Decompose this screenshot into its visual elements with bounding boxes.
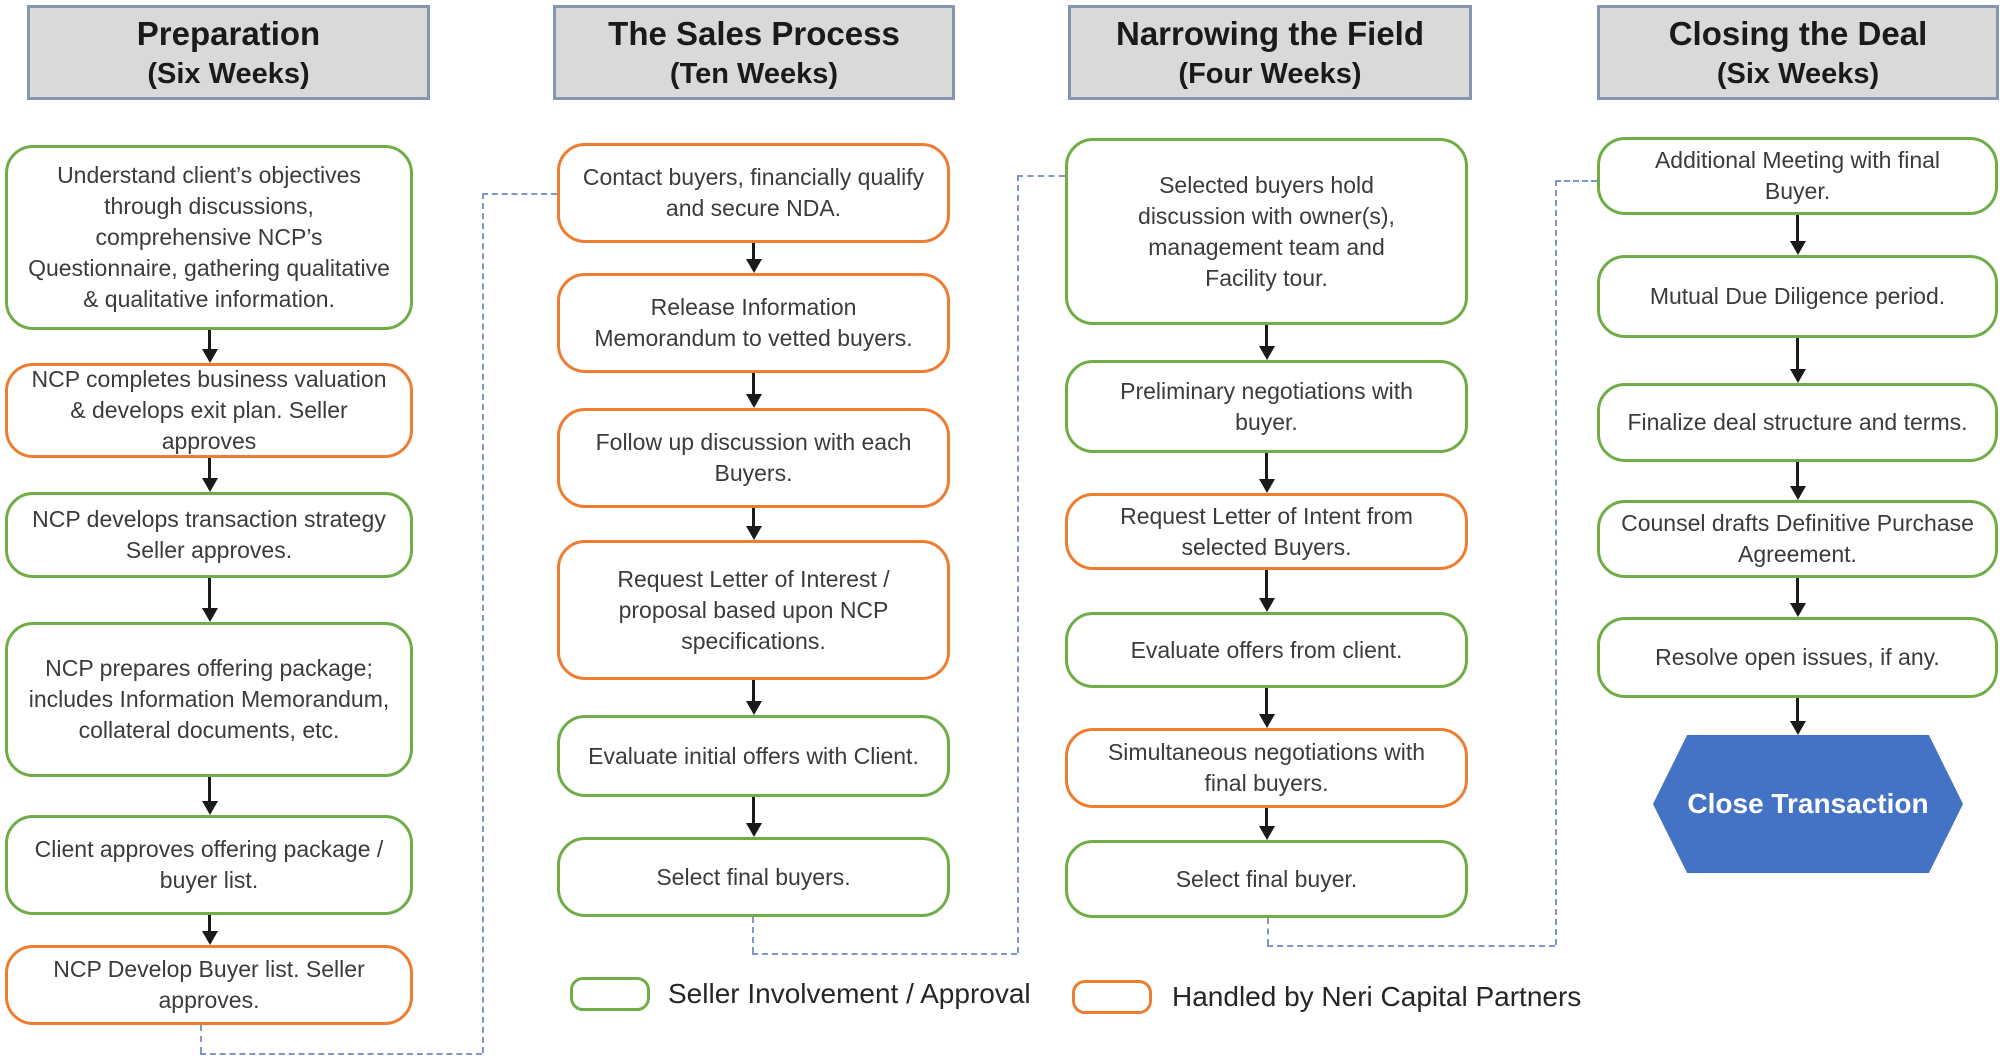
step-counsel-drafts-dpa: Counsel drafts Definitive Purchase Agree… [1597,500,1998,578]
step-develop-buyer-list: NCP Develop Buyer list. Seller approves. [5,945,413,1025]
step-additional-meeting: Additional Meeting with final Buyer. [1597,137,1998,215]
flow-arrow [201,578,218,622]
step-select-final-buyers: Select final buyers. [557,837,950,917]
flow-arrow [201,458,218,492]
flow-arrow [1789,578,1806,617]
stage-subtitle: (Six Weeks) [147,58,310,90]
flow-arrow [745,508,762,540]
flow-arrow [1258,325,1275,360]
step-buyer-owner-discussions: Selected buyers hold discussion with own… [1065,138,1468,325]
step-request-letter-of-intent: Request Letter of Intent from selected B… [1065,493,1468,570]
legend-ncp-label: Handled by Neri Capital Partners [1172,981,1582,1012]
flow-arrow [1789,215,1806,255]
stage-connector-2-segment [1017,175,1019,953]
step-business-valuation: NCP completes business valuation & devel… [5,363,413,458]
stage-connector-3-segment [1555,180,1557,945]
stage-connector-2-segment [752,953,1017,955]
step-release-memorandum: Release Information Memorandum to vetted… [557,273,950,373]
stage-connector-2-segment [752,917,754,953]
step-select-final-buyer: Select final buyer. [1065,840,1468,918]
stage-title: Preparation [136,15,321,52]
stage-header-sales-process: The Sales Process (Ten Weeks) [553,5,955,100]
stage-connector-1-segment [482,193,484,1053]
stage-title: Closing the Deal [1668,15,1928,52]
stage-subtitle: (Four Weeks) [1178,58,1362,90]
step-transaction-strategy: NCP develops transaction strategy Seller… [5,492,413,578]
flow-arrow [745,680,762,715]
stage-subtitle: (Six Weeks) [1716,58,1880,90]
step-simultaneous-negotiations: Simultaneous negotiations with final buy… [1065,728,1468,808]
step-request-loi-proposal: Request Letter of Interest / proposal ba… [557,540,950,680]
flow-arrow [745,797,762,837]
stage-connector-1-segment [200,1025,202,1053]
step-offering-package: NCP prepares offering package; includes … [5,622,413,777]
step-evaluate-offers: Evaluate offers from client. [1065,612,1468,688]
stage-connector-2-segment [1017,175,1065,177]
step-resolve-open-issues: Resolve open issues, if any. [1597,617,1998,698]
stage-title: Narrowing the Field [1115,15,1425,52]
step-finalize-deal-structure: Finalize deal structure and terms. [1597,383,1998,462]
stage-connector-3-segment [1267,945,1555,947]
flow-arrow [201,915,218,945]
flow-arrow [1258,808,1275,840]
stage-connector-1-segment [200,1053,482,1055]
stage-header-closing-deal: Closing the Deal (Six Weeks) [1597,5,1999,100]
flow-arrow [1258,688,1275,728]
legend-ncp-swatch [1072,980,1152,1014]
step-mutual-due-diligence: Mutual Due Diligence period. [1597,255,1998,338]
legend-seller-swatch [570,977,650,1011]
step-client-approves-package: Client approves offering package / buyer… [5,815,413,915]
flow-arrow [745,373,762,408]
stage-header-narrowing-field: Narrowing the Field (Four Weeks) [1068,5,1472,100]
step-follow-up-discussion: Follow up discussion with each Buyers. [557,408,950,508]
stage-connector-3-segment [1267,918,1269,945]
flow-arrow [1258,453,1275,493]
step-evaluate-initial-offers: Evaluate initial offers with Client. [557,715,950,797]
step-understand-objectives: Understand client’s objectives through d… [5,145,413,330]
stage-subtitle: (Ten Weeks) [669,58,839,90]
flow-arrow [1258,570,1275,612]
stage-connector-1-segment [482,193,557,195]
flow-arrow [1789,338,1806,383]
step-preliminary-negotiations: Preliminary negotiations with buyer. [1065,360,1468,453]
legend-seller-label: Seller Involvement / Approval [668,978,1031,1009]
stage-header-preparation: Preparation (Six Weeks) [27,5,430,100]
flow-arrow [201,777,218,815]
close-transaction-terminal: Close Transaction [1653,735,1963,873]
stage-title: The Sales Process [608,15,900,52]
flow-arrow [1789,698,1806,735]
step-contact-buyers: Contact buyers, financially qualify and … [557,143,950,243]
flow-arrow [201,330,218,363]
flow-arrow [1789,462,1806,500]
flow-arrow [745,243,762,273]
stage-connector-3-segment [1555,180,1597,182]
